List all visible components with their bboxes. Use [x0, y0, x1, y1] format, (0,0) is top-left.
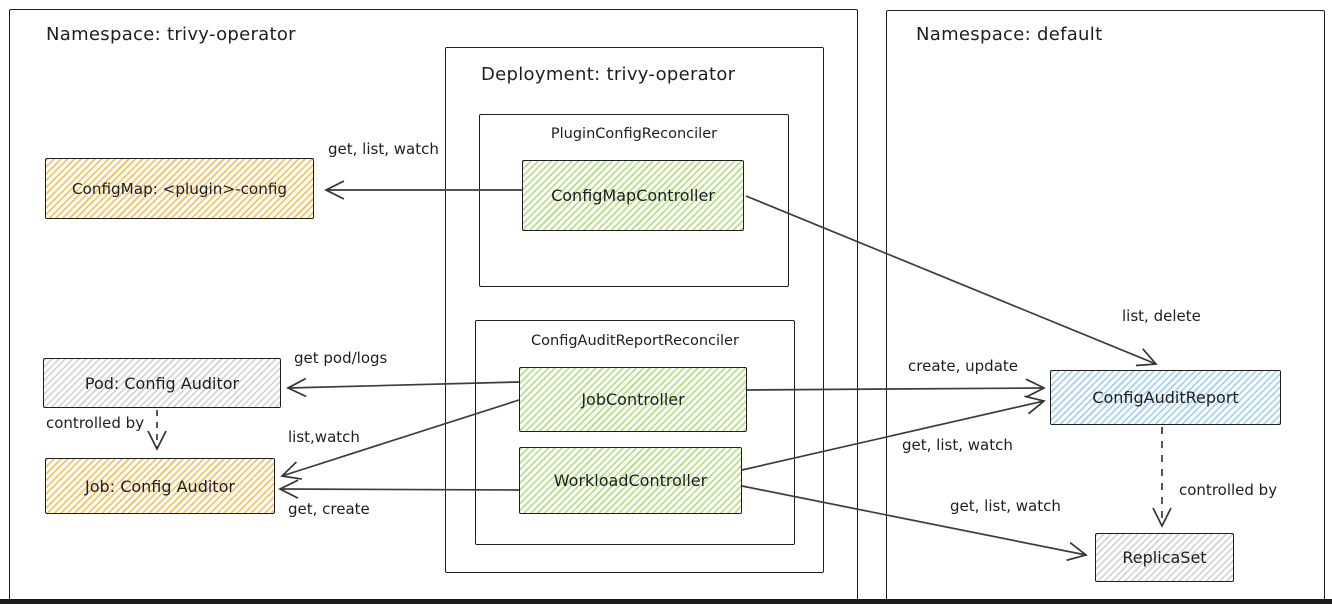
canvas-bottom-edge — [0, 599, 1332, 604]
node-configmap-plugin-config-label: ConfigMap: <plugin>-config — [71, 179, 288, 198]
node-workloadcontroller: WorkloadController — [519, 447, 742, 514]
node-job-config-auditor: Job: Config Auditor — [45, 458, 275, 514]
config-audit-report-reconciler-title: ConfigAuditReportReconciler — [531, 333, 739, 349]
node-replicaset-label: ReplicaSet — [1122, 548, 1207, 567]
namespace-default-title: Namespace: default — [916, 24, 1103, 45]
edge-label-get-create: get, create — [288, 500, 370, 518]
node-jobcontroller-label: JobController — [581, 390, 685, 409]
plugin-config-reconciler-title: PluginConfigReconciler — [550, 126, 718, 142]
node-workloadcontroller-label: WorkloadController — [553, 471, 708, 490]
node-pod-config-auditor-label: Pod: Config Auditor — [84, 373, 240, 393]
edge-label-get-list-watch-report: get, list, watch — [902, 436, 1013, 454]
deployment-trivy-operator-title: Deployment: trivy-operator — [481, 64, 736, 85]
node-configmap-plugin-config: ConfigMap: <plugin>-config — [45, 158, 314, 219]
edge-label-list-watch: list,watch — [288, 428, 360, 446]
node-job-config-auditor-label: Job: Config Auditor — [85, 476, 235, 496]
edge-label-get-list-watch-replicaset: get, list, watch — [950, 497, 1061, 515]
edge-label-controlled-by-pod: controlled by — [46, 414, 145, 432]
node-jobcontroller: JobController — [519, 367, 747, 432]
node-configauditreport: ConfigAuditReport — [1050, 370, 1281, 425]
edge-label-list-delete: list, delete — [1122, 307, 1201, 325]
node-configmapcontroller: ConfigMapController — [522, 160, 744, 231]
node-configauditreport-label: ConfigAuditReport — [1092, 388, 1239, 407]
node-replicaset: ReplicaSet — [1095, 533, 1234, 582]
edge-label-create-update: create, update — [908, 357, 1019, 375]
edge-label-controlled-by-replicaset: controlled by — [1179, 481, 1278, 499]
node-configmapcontroller-label: ConfigMapController — [551, 186, 715, 205]
namespace-trivy-operator-title: Namespace: trivy-operator — [46, 24, 296, 45]
node-pod-config-auditor: Pod: Config Auditor — [43, 358, 281, 408]
edge-label-get-list-watch-configmap: get, list, watch — [328, 140, 439, 158]
edge-label-get-pod-logs: get pod/logs — [294, 349, 388, 367]
